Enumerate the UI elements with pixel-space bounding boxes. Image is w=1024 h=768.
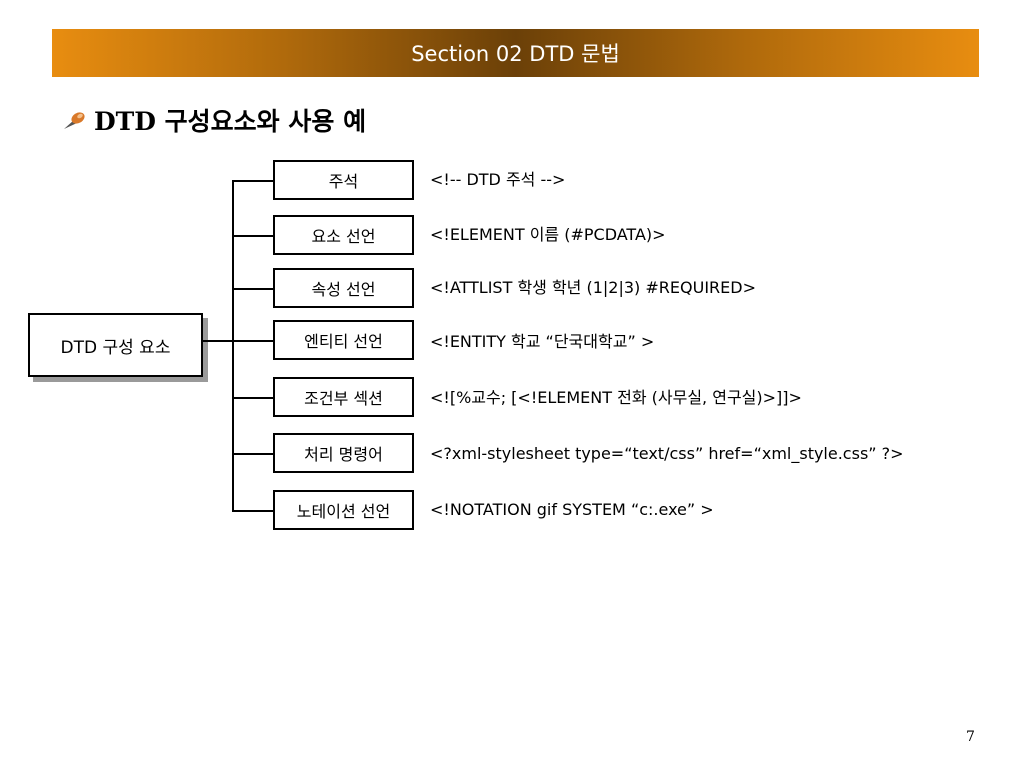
example-element: <!ELEMENT 이름 (#PCDATA)> <box>430 225 666 244</box>
branch-line <box>232 453 273 455</box>
node-label: 속성 선언 <box>311 280 376 299</box>
example-attlist: <!ATTLIST 학생 학년 (1|2|3) #REQUIRED> <box>430 278 756 297</box>
node-label: 처리 명령어 <box>304 445 383 464</box>
tree-trunk-line <box>232 180 234 511</box>
example-processing: <?xml-stylesheet type=“text/css” href=“x… <box>430 444 904 463</box>
node-comment: 주석 <box>273 160 414 200</box>
branch-line <box>232 235 273 237</box>
root-connector-line <box>203 340 273 342</box>
node-element-declaration: 요소 선언 <box>273 215 414 255</box>
header-title: Section 02 DTD 문법 <box>411 42 620 66</box>
example-conditional: <![%교수; [<!ELEMENT 전화 (사무실, 연구실)>]]> <box>430 388 802 407</box>
root-node-label: DTD 구성 요소 <box>60 337 171 358</box>
slide-header: Section 02 DTD 문법 <box>52 29 979 77</box>
node-label: 노테이션 선언 <box>296 502 391 521</box>
branch-line <box>232 397 273 399</box>
branch-line <box>232 288 273 290</box>
heading-row: DTD 구성요소와 사용 예 <box>62 100 366 140</box>
pin-bullet-icon <box>64 112 85 129</box>
node-label: 주석 <box>328 172 359 191</box>
section-heading: DTD 구성요소와 사용 예 <box>94 107 367 136</box>
example-notation: <!NOTATION gif SYSTEM “c:.exe” > <box>430 500 714 519</box>
node-conditional-section: 조건부 섹션 <box>273 377 414 417</box>
node-notation-declaration: 노테이션 선언 <box>273 490 414 530</box>
node-label: 조건부 섹션 <box>304 389 383 408</box>
page-number: 7 <box>966 729 975 745</box>
branch-line <box>232 180 273 182</box>
example-entity: <!ENTITY 학교 “단국대학교” > <box>430 332 655 351</box>
node-attribute-declaration: 속성 선언 <box>273 268 414 308</box>
node-entity-declaration: 엔티티 선언 <box>273 320 414 360</box>
node-processing-instruction: 처리 명령어 <box>273 433 414 473</box>
node-label: 엔티티 선언 <box>304 332 383 351</box>
node-label: 요소 선언 <box>311 227 376 246</box>
example-comment: <!-- DTD 주석 --> <box>430 170 566 189</box>
branch-line <box>232 510 273 512</box>
root-node: DTD 구성 요소 <box>28 313 203 377</box>
